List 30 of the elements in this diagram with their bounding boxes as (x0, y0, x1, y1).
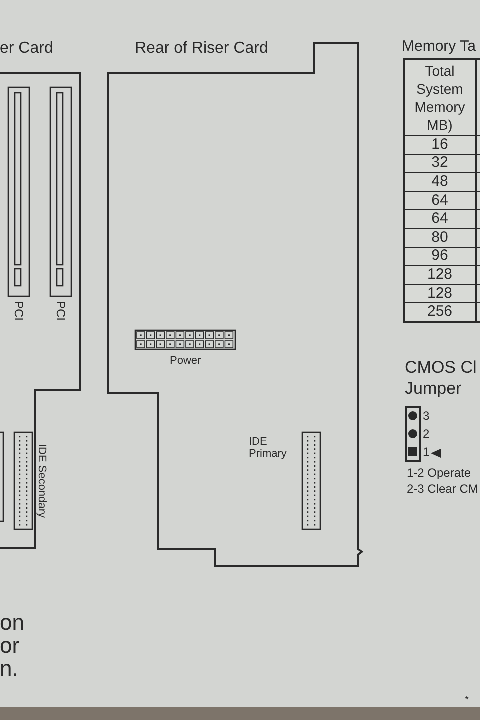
pin-number: 2 (423, 428, 430, 442)
card-title: er Card (0, 40, 54, 58)
table-cell: 64 (405, 192, 477, 210)
table-cell: 128 (405, 284, 477, 302)
card-title: Rear of Riser Card (135, 40, 268, 58)
note-text: on (0, 611, 24, 636)
note-text: n. (0, 657, 18, 682)
jumper-setting: 1-2 Operate (407, 467, 472, 480)
table-cell: 16 (405, 136, 477, 154)
table-cell: 128 (405, 266, 477, 284)
pin-number: 1 (423, 446, 430, 460)
table-cell: 96 (405, 248, 477, 266)
jumper-setting: 2-3 Clear CM (407, 483, 478, 496)
table-header: Total System Memory MB) (405, 60, 477, 135)
jumper-title: CMOS Cl (405, 359, 477, 378)
table-cell: 48 (405, 173, 477, 191)
note-mark: * (465, 695, 469, 706)
table-cell: 64 (405, 210, 477, 228)
connector-label: IDE Primary (249, 436, 288, 460)
table-title: Memory Ta (402, 38, 476, 55)
connector-label: Power (170, 355, 202, 368)
note-text: or (0, 634, 20, 658)
table-cell: 32 (405, 154, 477, 172)
pin-number: 3 (423, 410, 430, 424)
jumper-title: Jumper (405, 380, 462, 399)
table-cell: 256 (405, 303, 477, 321)
connector-label: PCI (12, 301, 26, 322)
connector-label: PCI (54, 301, 68, 322)
connector-label: IDE Secondary (36, 444, 48, 518)
table-cell: 80 (405, 228, 477, 247)
